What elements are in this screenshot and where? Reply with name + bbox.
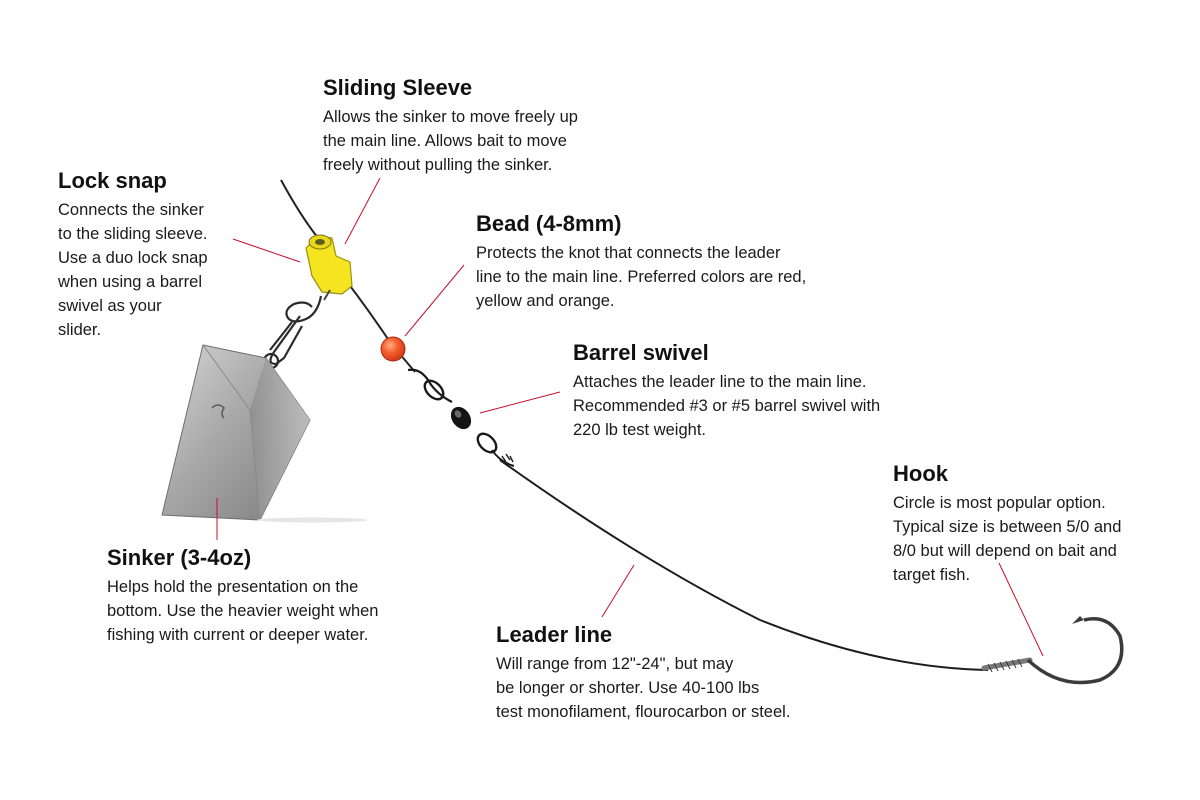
sliding-sleeve xyxy=(305,234,353,301)
sinker-text: Helps hold the presentation on the botto… xyxy=(107,578,379,644)
lock-snap-text: Connects the sinker to the sliding sleev… xyxy=(58,201,208,339)
leader-barrel-swivel xyxy=(479,391,561,414)
callout-leader-line: Leader line Will range from 12"-24", but… xyxy=(496,622,836,724)
leader-bead xyxy=(404,264,465,337)
hook-text: Circle is most popular option. Typical s… xyxy=(893,494,1122,584)
callout-sliding-sleeve: Sliding Sleeve Allows the sinker to move… xyxy=(323,75,623,177)
barrel-swivel-title: Barrel swivel xyxy=(573,340,709,365)
callout-sinker: Sinker (3-4oz) Helps hold the presentati… xyxy=(107,545,427,647)
bead-title: Bead (4-8mm) xyxy=(476,211,622,236)
callout-hook: Hook Circle is most popular option. Typi… xyxy=(893,461,1163,587)
barrel-swivel xyxy=(407,368,515,467)
sliding-sleeve-title: Sliding Sleeve xyxy=(323,75,473,100)
callout-lock-snap: Lock snap Connects the sinker to the sli… xyxy=(58,168,243,342)
bead xyxy=(380,336,406,362)
leader-leader-line xyxy=(601,564,635,618)
sinker xyxy=(161,344,367,523)
hook-title: Hook xyxy=(893,461,948,486)
lock-snap-title: Lock snap xyxy=(58,168,167,193)
callout-bead: Bead (4-8mm) Protects the knot that conn… xyxy=(476,211,856,313)
lock-snap xyxy=(262,295,323,370)
barrel-swivel-text: Attaches the leader line to the main lin… xyxy=(573,373,881,439)
leader-lock-snap xyxy=(232,238,301,263)
leader-hook xyxy=(998,562,1044,657)
leader-sliding-sleeve xyxy=(344,177,381,245)
hook xyxy=(981,616,1124,685)
leader-line xyxy=(499,459,989,671)
leader-line-title: Leader line xyxy=(496,622,613,647)
sliding-sleeve-text: Allows the sinker to move freely up the … xyxy=(323,108,578,174)
sinker-title: Sinker (3-4oz) xyxy=(107,545,252,570)
bead-text: Protects the knot that connects the lead… xyxy=(476,244,807,310)
callout-barrel-swivel: Barrel swivel Attaches the leader line t… xyxy=(573,340,933,442)
leader-line-text: Will range from 12"-24", but may be long… xyxy=(496,655,791,721)
